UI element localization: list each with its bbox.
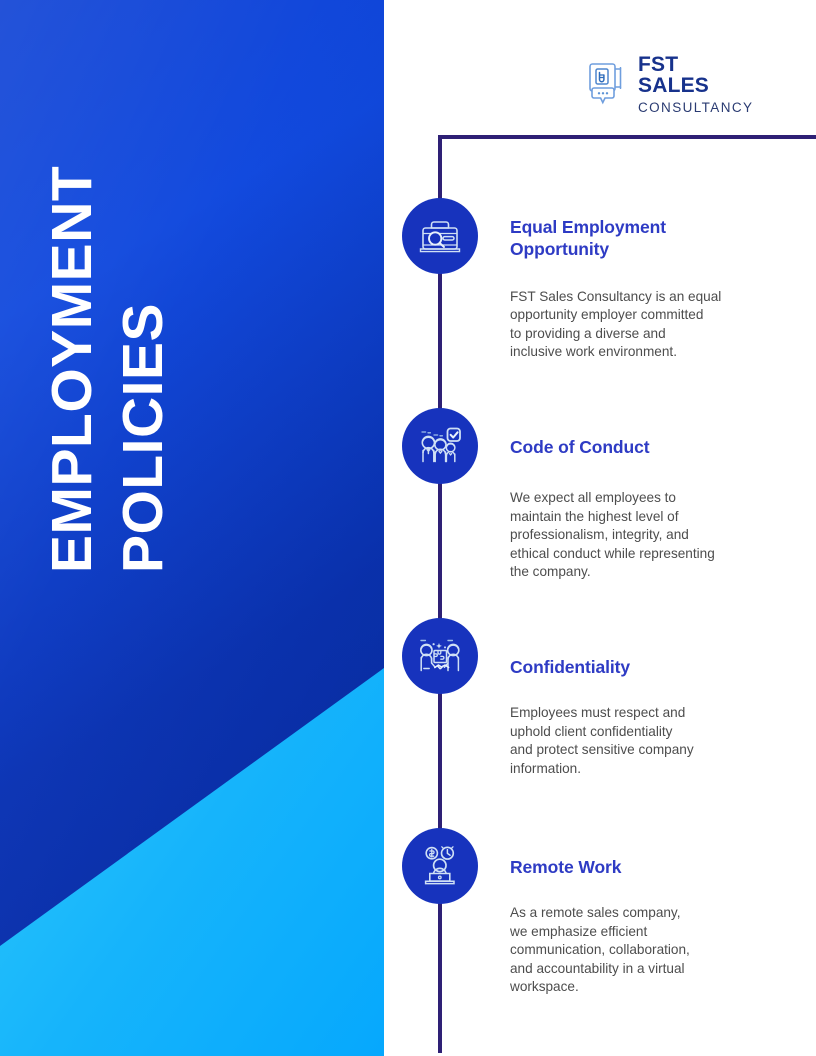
page-title-line-2: POLICIES: [111, 302, 175, 573]
brand-tagline: CONSULTANCY: [638, 99, 754, 115]
brand-logo: FST SALES CONSULTANCY: [586, 54, 754, 114]
person-laptop-coin-clock-icon: [402, 828, 478, 904]
policy-item-description: Employees must respect and uphold client…: [510, 705, 694, 776]
policy-item-title: Confidentiality: [510, 657, 631, 677]
briefcase-magnifier-icon: [402, 198, 478, 274]
policy-item-description: FST Sales Consultancy is an equal opport…: [510, 288, 722, 360]
policy-item-description: We expect all employees to maintain the …: [510, 490, 715, 580]
page-title-line-1: EMPLOYMENT: [40, 165, 104, 573]
hand-holding-phone-chat-icon: [586, 62, 626, 106]
policy-item-body: Equal Employment Opportunity FST Sales C…: [510, 216, 750, 362]
timeline-vertical-line: [438, 135, 442, 1053]
policy-item-body: Confidentiality Employees must respect a…: [510, 656, 750, 778]
two-people-puzzle-handshake-icon: [402, 618, 478, 694]
left-title-panel: EMPLOYMENT POLICIES: [0, 0, 384, 1056]
policy-item-body: Remote Work As a remote sales company, w…: [510, 856, 750, 997]
three-people-checkmark-icon: [402, 408, 478, 484]
brand-logo-text: FST SALES CONSULTANCY: [638, 54, 754, 115]
policy-item-body: Code of Conduct We expect all employees …: [510, 436, 750, 582]
policy-item-title: Remote Work: [510, 857, 622, 877]
policy-item-title: Code of Conduct: [510, 437, 650, 457]
frame-top-line: [438, 135, 816, 139]
policy-item-description: As a remote sales company, we emphasize …: [510, 905, 690, 995]
page-title: EMPLOYMENT POLICIES: [0, 0, 384, 1056]
policy-item-title: Equal Employment Opportunity: [510, 217, 666, 260]
brand-name: FST SALES: [638, 52, 710, 97]
